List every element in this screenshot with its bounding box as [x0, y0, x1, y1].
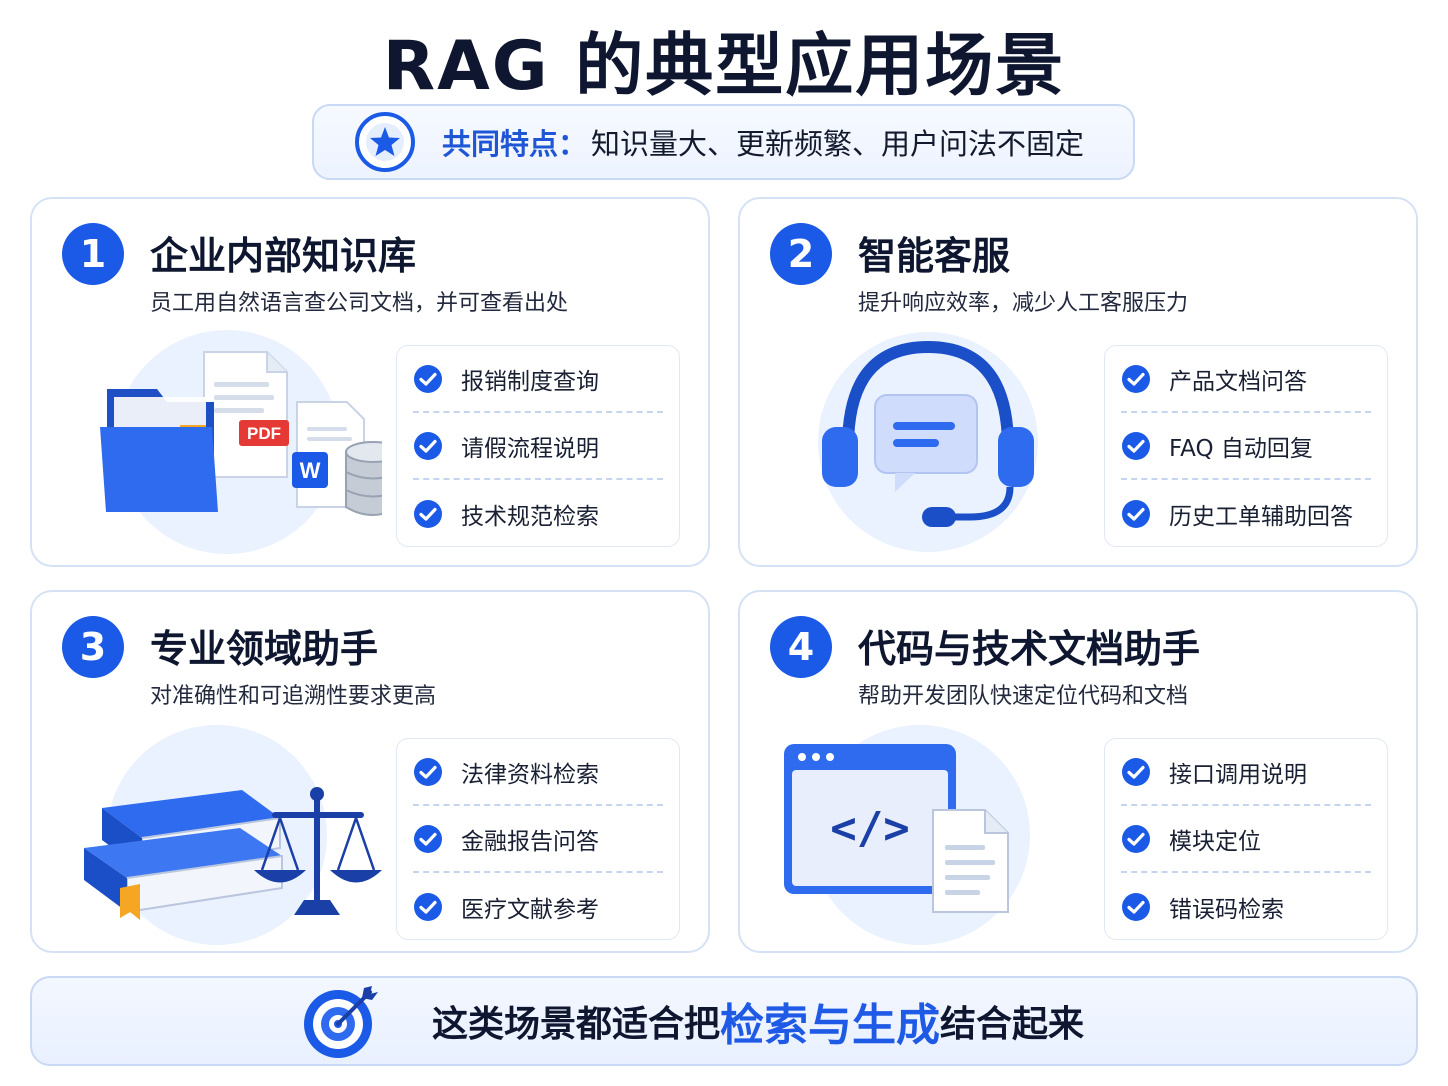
document-icon — [932, 809, 1009, 913]
check-circle-icon — [1122, 431, 1150, 460]
item-label: 产品文档问答 — [1169, 368, 1307, 395]
common-features-banner: 共同特点： 知识量大、更新频繁、用户问法不固定 — [312, 104, 1135, 180]
list-item: 错误码检索 — [1121, 873, 1371, 940]
check-circle-icon — [414, 892, 442, 921]
books-scales-illustration — [84, 725, 382, 945]
card-number-badge: 1 — [62, 223, 124, 285]
list-item: 报销制度查询 — [413, 346, 663, 413]
bookmark — [120, 884, 140, 920]
item-label: 接口调用说明 — [1169, 761, 1307, 788]
item-label: 错误码检索 — [1169, 896, 1284, 923]
item-label: FAQ 自动回复 — [1169, 435, 1313, 462]
list-item: FAQ 自动回复 — [1121, 413, 1371, 480]
scales-icon — [254, 787, 382, 915]
item-label: 模块定位 — [1169, 828, 1261, 855]
card-title: 企业内部知识库 — [150, 234, 417, 278]
code-window-icon: </> — [784, 744, 956, 894]
books-icon — [84, 790, 283, 920]
summary-highlight: 检索与生成 — [720, 1000, 941, 1051]
list-item: 模块定位 — [1121, 806, 1371, 873]
folder-documents-database-illustration: PDF W — [100, 330, 382, 554]
card-number-badge: 4 — [770, 616, 832, 678]
list-item: 接口调用说明 — [1121, 739, 1371, 806]
card-code-tech-doc-assistant: 4 代码与技术文档助手 帮助开发团队快速定位代码和文档 </> 接口调用说明 — [738, 590, 1418, 953]
check-circle-icon — [414, 431, 442, 460]
database-icon — [345, 441, 382, 516]
headset-icon — [822, 340, 1034, 527]
page-title: RAG 的典型应用场景 — [382, 27, 1066, 106]
document-icon — [203, 351, 288, 478]
code-window-document-illustration: </> — [784, 725, 1030, 945]
list-item: 历史工单辅助回答 — [1121, 480, 1371, 547]
item-label: 技术规范检索 — [461, 503, 599, 530]
card-subtitle: 对准确性和可追溯性要求更高 — [150, 684, 437, 709]
summary-suffix: 结合起来 — [940, 1004, 1085, 1045]
card-subtitle: 提升响应效率，减少人工客服压力 — [858, 291, 1189, 316]
card-smart-customer-service: 2 智能客服 提升响应效率，减少人工客服压力 产品文档问答 FAQ 自动回复 — [738, 197, 1418, 567]
check-circle-icon — [1122, 892, 1150, 921]
item-label: 请假流程说明 — [461, 435, 599, 462]
check-circle-icon — [1122, 499, 1150, 528]
list-item: 法律资料检索 — [413, 739, 663, 806]
feature-text: 知识量大、更新频繁、用户问法不固定 — [591, 127, 1085, 161]
card-subtitle: 员工用自然语言查公司文档，并可查看出处 — [150, 291, 569, 316]
summary-prefix: 这类场景都适合把 — [432, 1004, 721, 1045]
list-item: 技术规范检索 — [413, 480, 663, 547]
item-label: 医疗文献参考 — [461, 896, 599, 923]
check-circle-icon — [414, 364, 442, 393]
check-circle-icon — [414, 499, 442, 528]
list-item: 产品文档问答 — [1121, 346, 1371, 413]
item-label: 法律资料检索 — [461, 761, 599, 788]
list-item: 请假流程说明 — [413, 413, 663, 480]
word-label: W — [300, 458, 321, 483]
use-case-list: 报销制度查询 请假流程说明 技术规范检索 — [396, 345, 680, 547]
item-label: 历史工单辅助回答 — [1169, 503, 1353, 530]
check-circle-icon — [1122, 824, 1150, 853]
check-circle-icon — [414, 757, 442, 786]
summary-banner: 这类场景都适合把 检索与生成 结合起来 — [30, 976, 1418, 1066]
card-title: 专业领域助手 — [150, 627, 379, 671]
use-case-list: 接口调用说明 模块定位 错误码检索 — [1104, 738, 1388, 940]
card-subtitle: 帮助开发团队快速定位代码和文档 — [858, 684, 1189, 709]
card-professional-domain-assistant: 3 专业领域助手 对准确性和可追溯性要求更高 法律资料检索 — [30, 590, 710, 953]
headset-chat-illustration — [818, 332, 1038, 552]
use-case-list: 产品文档问答 FAQ 自动回复 历史工单辅助回答 — [1104, 345, 1388, 547]
item-label: 报销制度查询 — [461, 368, 599, 395]
pdf-label-bg — [239, 420, 289, 446]
code-symbol: </> — [830, 803, 909, 854]
list-item: 金融报告问答 — [413, 806, 663, 873]
word-badge — [292, 452, 328, 488]
star-icon — [355, 112, 415, 172]
list-item: 医疗文献参考 — [413, 873, 663, 940]
check-circle-icon — [1122, 757, 1150, 786]
check-circle-icon — [414, 824, 442, 853]
use-case-list: 法律资料检索 金融报告问答 医疗文献参考 — [396, 738, 680, 940]
pdf-label: PDF — [247, 424, 281, 443]
card-number-badge: 3 — [62, 616, 124, 678]
chat-bubble-icon — [874, 394, 978, 492]
card-enterprise-knowledge-base: 1 企业内部知识库 员工用自然语言查公司文档，并可查看出处 PDF W — [30, 197, 710, 567]
card-title: 代码与技术文档助手 — [858, 627, 1201, 671]
card-number-badge: 2 — [770, 223, 832, 285]
check-circle-icon — [1122, 364, 1150, 393]
item-label: 金融报告问答 — [461, 828, 599, 855]
folder-icon — [100, 389, 218, 512]
card-title: 智能客服 — [858, 234, 1011, 278]
feature-label: 共同特点： — [442, 127, 588, 161]
target-icon — [304, 986, 378, 1058]
